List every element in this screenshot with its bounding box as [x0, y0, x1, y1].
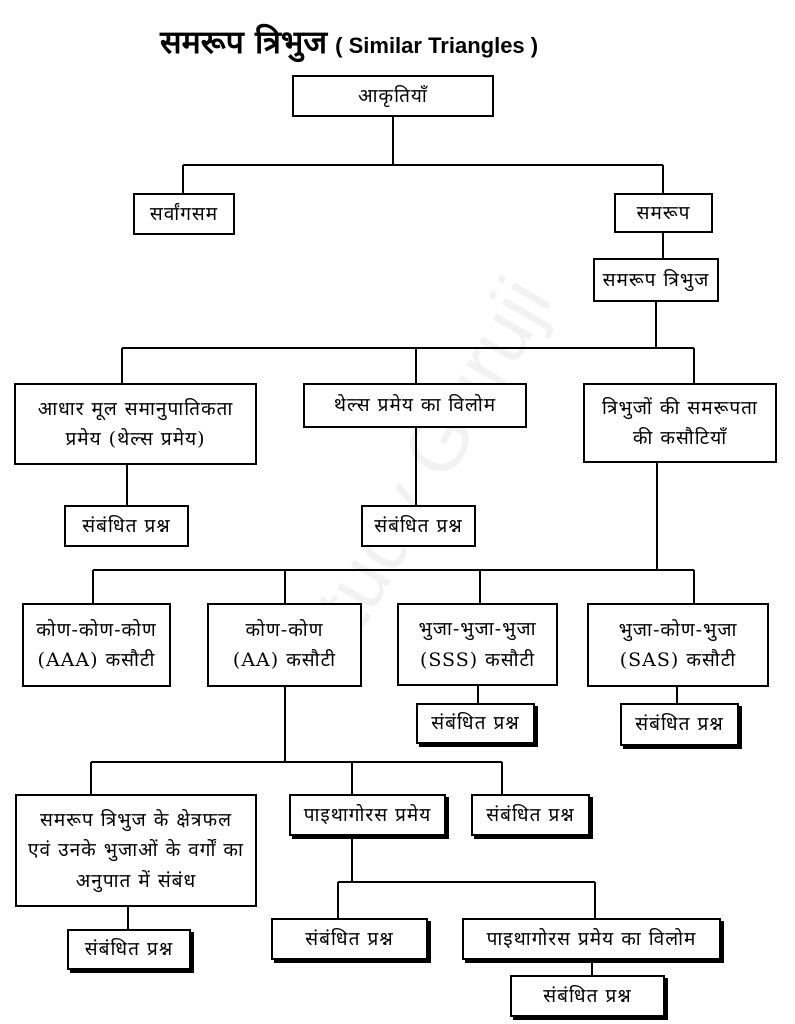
node-similar: समरूप [614, 193, 713, 233]
node-bpt: आधार मूल समानुपातिकता प्रमेय (थेल्स प्रम… [14, 383, 257, 465]
node-area-ratio: समरूप त्रिभुज के क्षेत्रफल एवं उनके भुजा… [15, 794, 257, 907]
node-sas-questions: संबंधित प्रश्न [620, 703, 739, 746]
node-pythagoras-converse: पाइथागोरस प्रमेय का विलोम [462, 918, 721, 960]
node-converse-thales-questions: संबंधित प्रश्न [361, 505, 476, 547]
node-aa: कोण-कोण (AA) कसौटी [207, 603, 362, 687]
node-similar-triangles: समरूप त्रिभुज [593, 258, 719, 302]
node-pythagoras: पाइथागोरस प्रमेय [289, 794, 446, 836]
node-figures: आकृतियाँ [292, 75, 494, 117]
node-sas: भुजा-कोण-भुजा (SAS) कसौटी [587, 603, 769, 687]
connector-pythagoras [337, 836, 596, 918]
title-english: ( Similar Triangles ) [335, 33, 539, 58]
node-converse-thales: थेल्स प्रमेय का विलोम [303, 383, 527, 428]
node-sss-questions: संबंधित प्रश्न [416, 703, 535, 744]
connector-aa [90, 687, 503, 794]
connector-similar-triangles [121, 302, 695, 383]
node-pythagoras-questions: संबंधित प्रश्न [271, 918, 428, 960]
node-criteria: त्रिभुजों की समरूपता की कसौटियाँ [583, 383, 777, 463]
node-aa-questions: संबंधित प्रश्न [471, 794, 590, 836]
node-aaa: कोण-कोण-कोण (AAA) कसौटी [22, 603, 171, 687]
node-sss: भुजा-भुजा-भुजा (SSS) कसौटी [397, 603, 558, 686]
node-congruent: सर्वांगसम [133, 193, 235, 235]
node-pythagoras-converse-questions: संबंधित प्रश्न [510, 975, 665, 1017]
connector-root [182, 117, 664, 193]
title-hindi: समरूप त्रिभुज [160, 23, 328, 61]
node-area-ratio-questions: संबंधित प्रश्न [67, 929, 191, 970]
node-bpt-questions: संबंधित प्रश्न [64, 505, 189, 547]
connector-criteria [92, 463, 695, 603]
page-title: समरूप त्रिभुज ( Similar Triangles ) [160, 20, 538, 63]
